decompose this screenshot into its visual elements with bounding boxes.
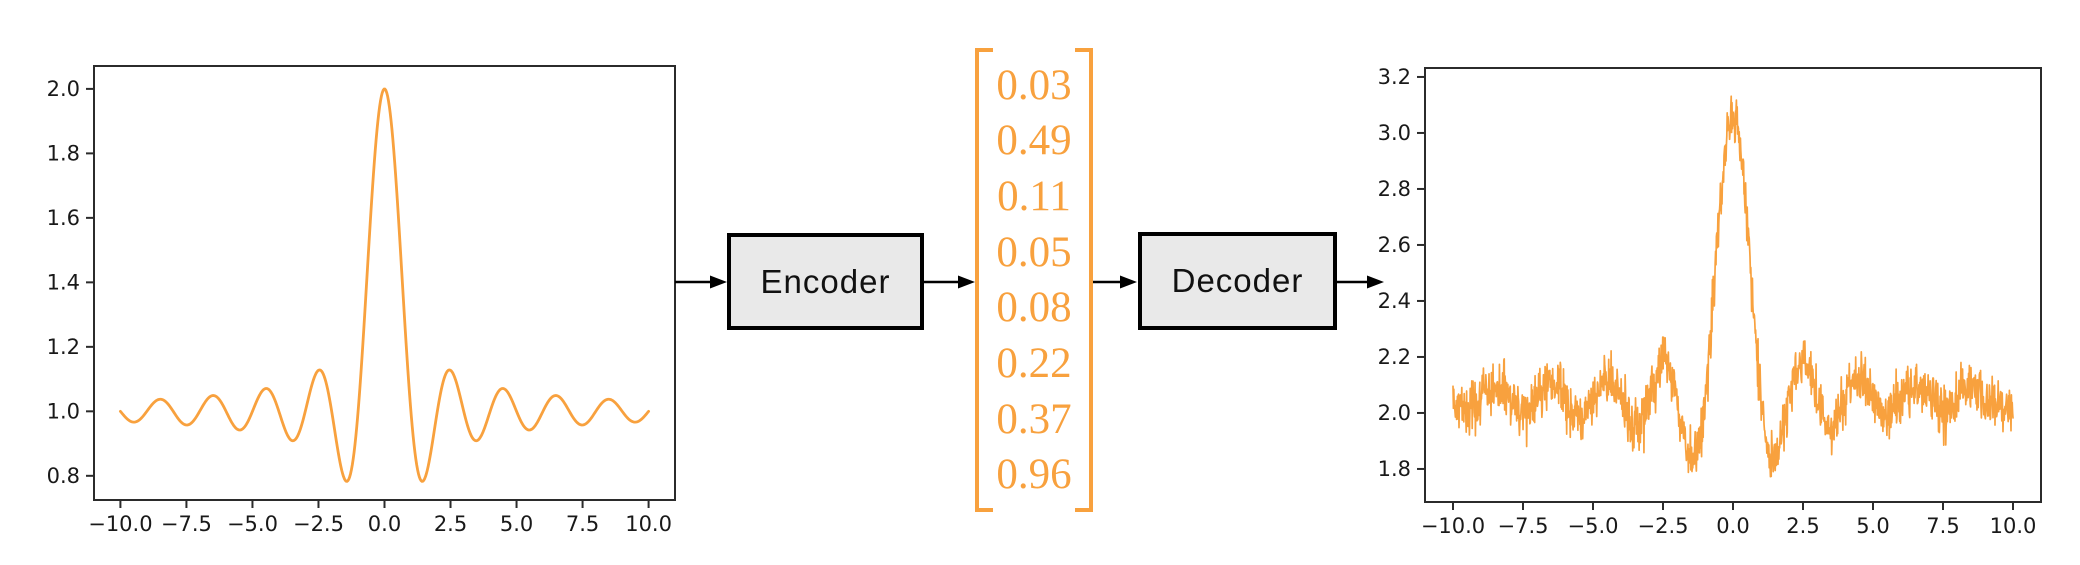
latent-value: 0.96	[996, 451, 1072, 499]
svg-text:5.0: 5.0	[1856, 514, 1889, 538]
svg-text:0.0: 0.0	[1716, 514, 1749, 538]
latent-value: 0.11	[997, 172, 1071, 220]
svg-text:1.4: 1.4	[47, 270, 80, 294]
svg-text:2.4: 2.4	[1378, 289, 1411, 313]
svg-text:−2.5: −2.5	[1638, 514, 1689, 538]
svg-text:1.2: 1.2	[47, 335, 80, 359]
svg-text:2.6: 2.6	[1378, 233, 1411, 257]
left-bracket-icon	[975, 48, 993, 512]
latent-value: 0.49	[996, 117, 1072, 165]
svg-text:7.5: 7.5	[566, 512, 599, 536]
encoder-label: Encoder	[760, 262, 891, 300]
svg-text:2.8: 2.8	[1378, 177, 1411, 201]
svg-text:1.0: 1.0	[47, 399, 80, 423]
svg-text:−7.5: −7.5	[161, 512, 212, 536]
svg-text:1.8: 1.8	[1378, 457, 1411, 481]
svg-text:2.0: 2.0	[47, 77, 80, 101]
svg-text:2.5: 2.5	[434, 512, 467, 536]
svg-text:2.0: 2.0	[1378, 401, 1411, 425]
svg-text:5.0: 5.0	[500, 512, 533, 536]
encoder-box: Encoder	[727, 233, 924, 330]
svg-text:1.8: 1.8	[47, 141, 80, 165]
svg-text:7.5: 7.5	[1926, 514, 1959, 538]
latent-vector: 0.03 0.49 0.11 0.05 0.08 0.22 0.37 0.96	[975, 48, 1093, 512]
svg-text:3.0: 3.0	[1378, 121, 1411, 145]
latent-values: 0.03 0.49 0.11 0.05 0.08 0.22 0.37 0.96	[993, 48, 1075, 512]
svg-text:−2.5: −2.5	[293, 512, 344, 536]
latent-value: 0.08	[996, 284, 1072, 332]
svg-text:−7.5: −7.5	[1498, 514, 1549, 538]
svg-text:3.2: 3.2	[1378, 65, 1411, 89]
latent-value: 0.03	[996, 61, 1072, 109]
svg-text:−5.0: −5.0	[1568, 514, 1619, 538]
svg-text:10.0: 10.0	[1990, 514, 2037, 538]
svg-text:−10.0: −10.0	[1421, 514, 1485, 538]
svg-text:−10.0: −10.0	[88, 512, 152, 536]
svg-text:0.0: 0.0	[368, 512, 401, 536]
latent-value: 0.05	[996, 228, 1072, 276]
svg-text:2.2: 2.2	[1378, 345, 1411, 369]
svg-text:2.5: 2.5	[1786, 514, 1819, 538]
latent-value: 0.22	[996, 339, 1072, 387]
svg-text:10.0: 10.0	[625, 512, 672, 536]
decoder-box: Decoder	[1138, 232, 1337, 330]
svg-text:−5.0: −5.0	[227, 512, 278, 536]
right-bracket-icon	[1075, 48, 1093, 512]
decoder-label: Decoder	[1171, 262, 1304, 299]
latent-value: 0.37	[996, 395, 1072, 443]
svg-text:0.8: 0.8	[47, 464, 80, 488]
svg-text:1.6: 1.6	[47, 206, 80, 230]
